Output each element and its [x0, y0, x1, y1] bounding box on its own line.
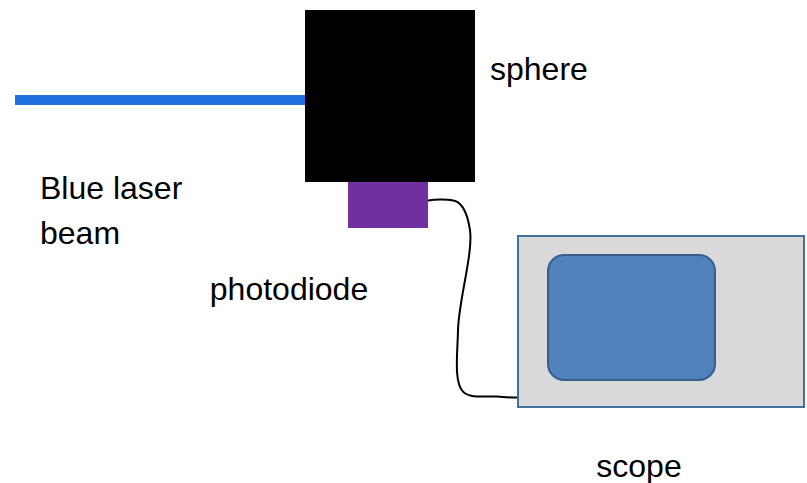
- part-label: sphere: [490, 50, 588, 88]
- signal-wire: [428, 200, 517, 398]
- laser-beam: [15, 95, 307, 105]
- scope-box: scope: [517, 235, 805, 408]
- part-label: photodiode: [210, 270, 368, 308]
- photodiode-body: photodiode: [348, 182, 428, 228]
- part-label: scope: [596, 447, 681, 483]
- scope-body: [517, 235, 805, 408]
- scope-screen: [548, 255, 715, 380]
- sphere-body: sphere: [305, 10, 475, 182]
- beam-label: Blue laser beam: [40, 166, 190, 256]
